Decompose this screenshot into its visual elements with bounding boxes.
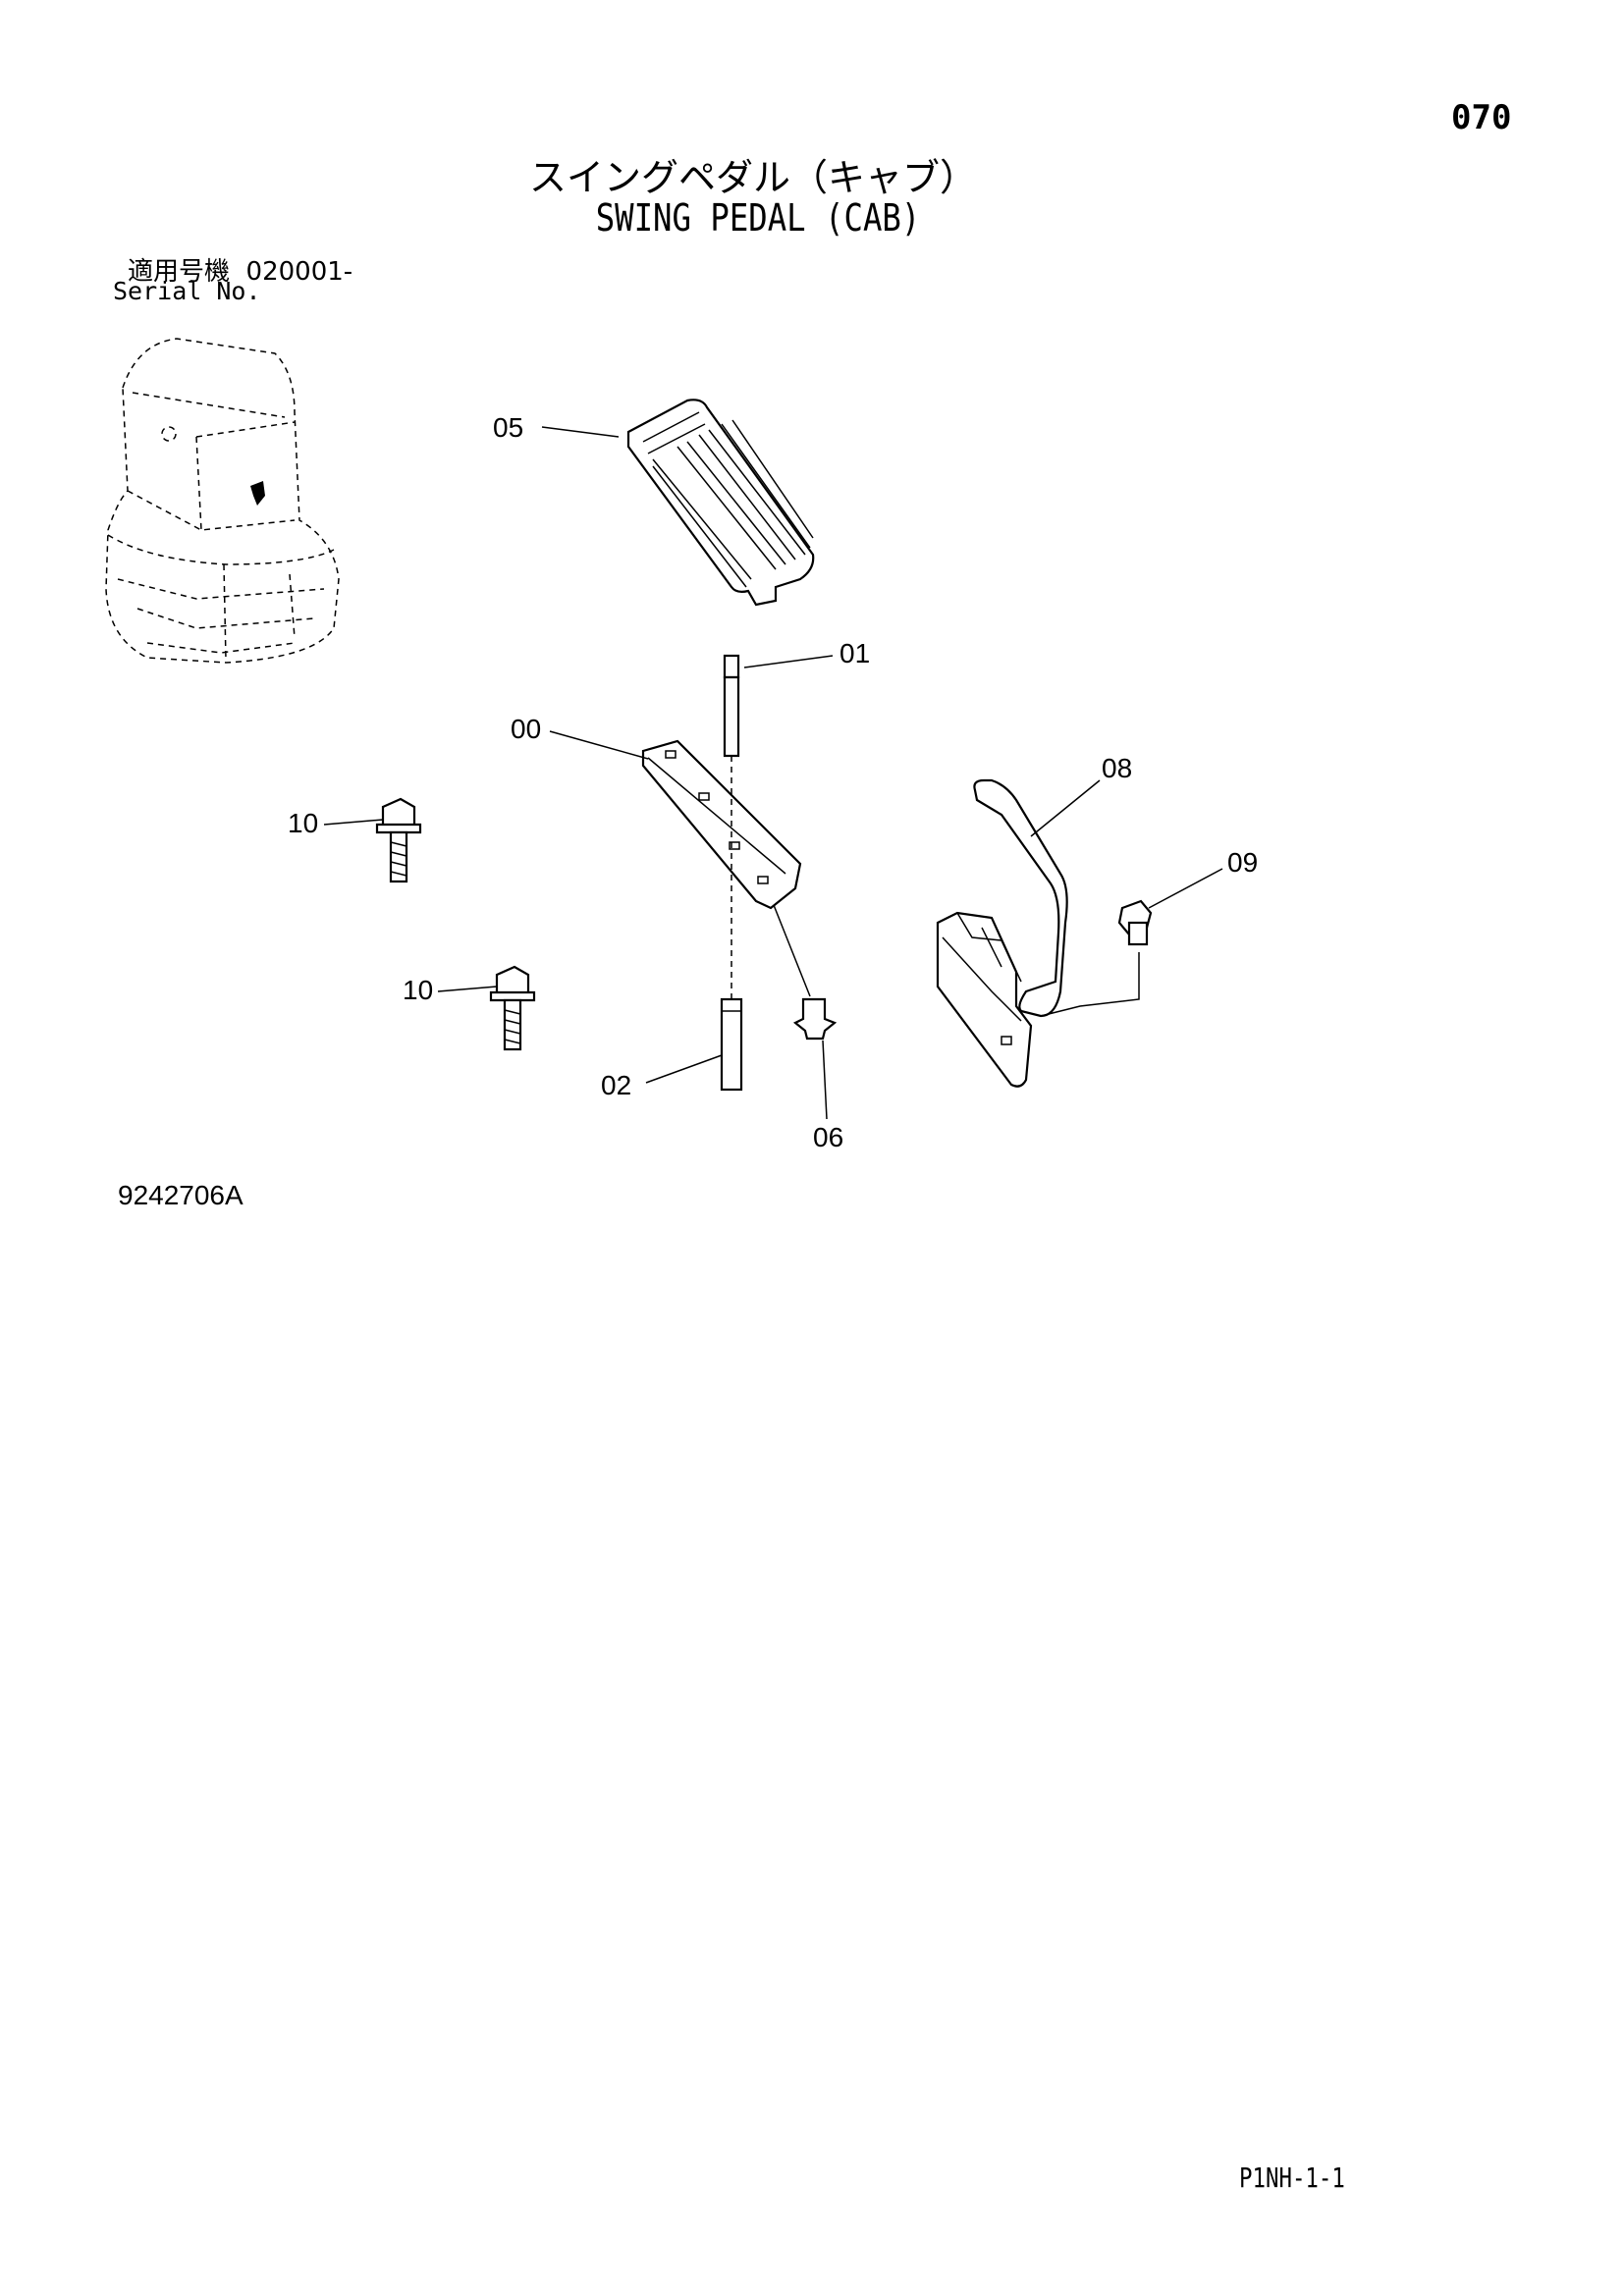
callout-08: 08: [1102, 753, 1132, 783]
callout-01: 01: [839, 638, 870, 668]
page-number: 070: [1451, 98, 1512, 137]
callout-10-lower: 10: [403, 975, 433, 1005]
callout-10-upper: 10: [288, 808, 318, 838]
machine-locator-illustration: [105, 338, 340, 664]
part-10-bolt-upper: [375, 797, 422, 883]
drawing-number: 9242706A: [118, 1180, 244, 1210]
part-10-bolt-lower: [489, 965, 536, 1051]
part-08-frame: [936, 778, 1140, 1088]
callout-06: 06: [813, 1122, 843, 1152]
leader-lines: [323, 426, 1223, 1120]
part-05-pedal-cover: [626, 399, 815, 607]
part-00-bracket: [641, 739, 802, 910]
callout-00: 00: [511, 714, 541, 744]
part-06-clip: [792, 997, 838, 1041]
callout-labels: 05 01 00 08 09 10 10 02 06: [288, 412, 1258, 1152]
title-english: SWING PEDAL (CAB): [595, 196, 921, 240]
serial-label-english: Serial No.: [113, 277, 261, 305]
callout-05: 05: [493, 412, 523, 443]
part-01-pin: [723, 654, 740, 758]
part-09-bolt: [1117, 899, 1153, 946]
serial-label-japanese: 適用号機 020001-: [128, 251, 352, 288]
page-code: P1NH-1-1: [1239, 2162, 1345, 2194]
title-japanese: スイングペダル（キャブ）: [528, 156, 977, 199]
leader-06-bracket: [773, 904, 811, 997]
serial-label-jp-text: 適用号機: [128, 257, 231, 287]
part-02-spacer: [720, 997, 743, 1092]
pedal-location-marker-icon: [250, 481, 265, 506]
serial-number-value: 020001-: [245, 257, 353, 287]
callout-02: 02: [601, 1070, 631, 1100]
callout-09: 09: [1227, 847, 1258, 878]
